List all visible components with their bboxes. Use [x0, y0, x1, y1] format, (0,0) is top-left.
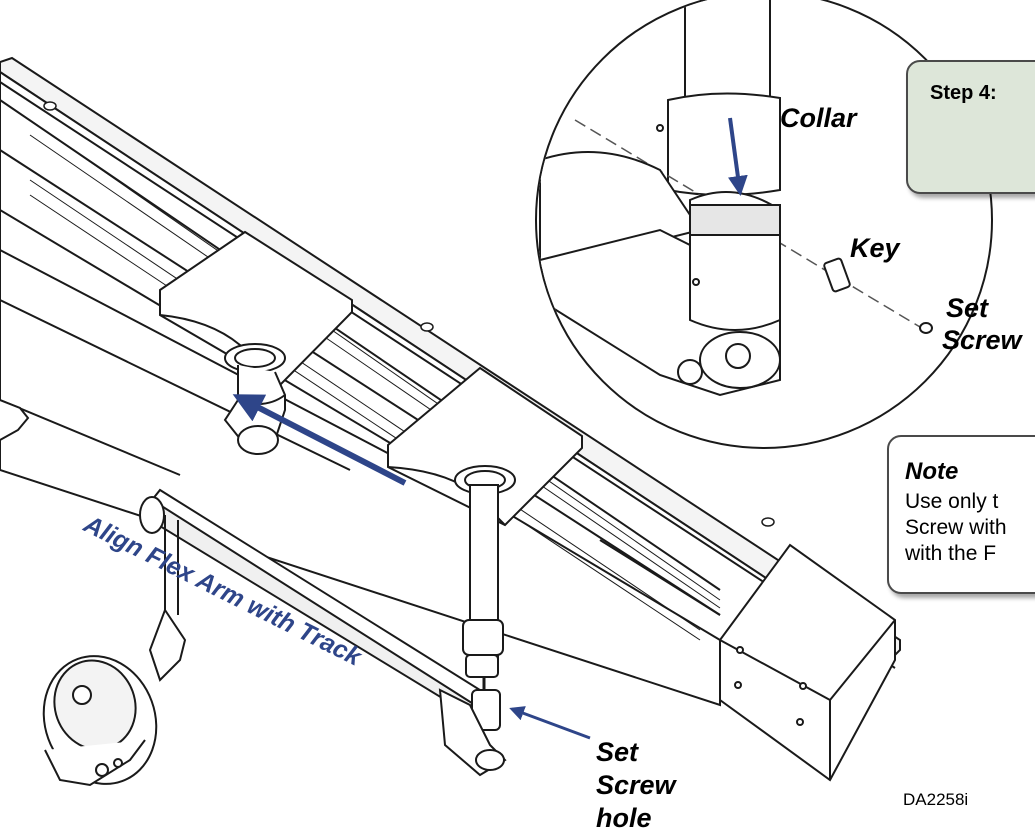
carriage-box-center	[387, 366, 583, 720]
track-rivets	[43, 101, 775, 527]
label-key: Key	[850, 233, 900, 263]
step-callout-box	[906, 60, 1035, 194]
label-set-screw-hole-line2: Screw	[596, 770, 676, 800]
label-set-screw-hole-line1: Set	[596, 737, 639, 767]
align-direction-arrow	[232, 394, 407, 486]
collar-arrow	[727, 117, 748, 196]
label-set-screw-line2: Screw	[942, 325, 1022, 355]
note-title: Note	[905, 458, 959, 485]
label-collar: Collar	[780, 103, 857, 133]
detail-zoom-circle	[535, 0, 993, 449]
ceiling-track	[0, 56, 901, 707]
label-set-screw-line1: Set	[946, 293, 989, 323]
set-screw-hole-arrow	[509, 706, 591, 740]
left-edge-part	[0, 399, 30, 441]
dental-light-head	[42, 607, 187, 787]
note-callout-box	[887, 435, 1035, 594]
step-title: Step 4:	[930, 82, 997, 104]
note-line-2: Screw with	[905, 516, 1007, 539]
flex-arm	[139, 488, 507, 777]
note-line-1: Use only t	[905, 490, 999, 513]
carriage-box-left	[159, 230, 353, 455]
track-end-cap	[719, 543, 896, 782]
note-line-3: with the F	[905, 542, 997, 565]
document-id: DA2258i	[903, 790, 969, 809]
label-set-screw-hole-line3: hole	[596, 803, 652, 833]
